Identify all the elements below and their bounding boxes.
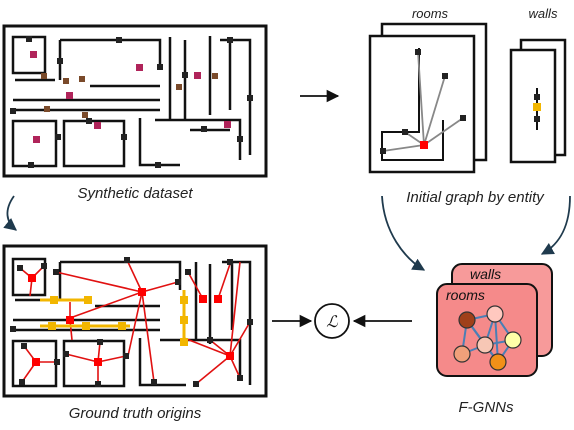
initial-graph-panel: rooms walls Initial graph by entity — [368, 6, 567, 206]
ground-truth-caption: Ground truth origins — [69, 405, 202, 422]
fgnn-caption: F-GNNs — [459, 399, 514, 416]
wall-origin-node — [533, 103, 541, 111]
rooms-label: rooms — [412, 6, 449, 21]
gt-door-nodes — [10, 257, 253, 387]
loss-circle — [314, 303, 350, 339]
curved-arrow-walls-to-fgnn — [540, 195, 571, 255]
fgnn-panel: walls rooms F-GNNs — [436, 263, 553, 416]
fgnn-rooms-label: rooms — [446, 287, 485, 303]
initial-graph-caption: Initial graph by entity — [406, 189, 545, 206]
walls-label: walls — [529, 6, 558, 21]
rooms-graph-walls — [381, 48, 444, 161]
synthetic-wall-markers — [41, 73, 218, 118]
synthetic-room-markers — [30, 51, 231, 143]
fgnn-graph-nodes — [453, 305, 522, 371]
synthetic-door-nodes — [10, 36, 253, 168]
walls-front-sheet — [509, 48, 557, 164]
gt-wall-origin-nodes — [48, 296, 188, 346]
rooms-graph-door-nodes — [380, 49, 466, 154]
ground-truth-panel: Ground truth origins — [2, 244, 268, 422]
loss-symbol: ℒ — [326, 312, 338, 331]
room-origin-node — [420, 141, 428, 149]
synthetic-dataset-panel: Synthetic dataset — [2, 24, 268, 202]
curved-arrow-synthetic-to-gt — [3, 195, 17, 231]
curved-arrow-rooms-to-fgnn — [381, 195, 426, 271]
fgnn-walls-label: walls — [470, 266, 501, 282]
gt-room-origin-nodes — [28, 274, 234, 366]
wall-graph-door-nodes — [534, 94, 540, 122]
synthetic-dataset-caption: Synthetic dataset — [77, 185, 193, 202]
